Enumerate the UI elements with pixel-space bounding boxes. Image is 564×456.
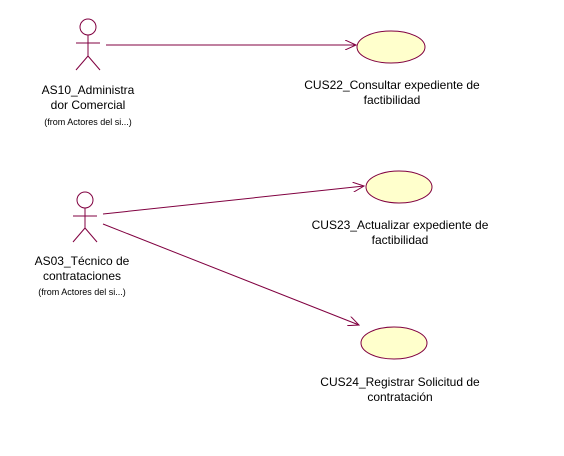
usecase-cus23-ellipse[interactable]: [365, 170, 433, 204]
actor-as10-source: (from Actores del si...): [44, 117, 132, 127]
usecase-cus22-line1: CUS22_Consultar expediente de: [304, 78, 480, 92]
usecase-cus22-ellipse[interactable]: [356, 30, 426, 64]
actor-as03-name-line1: AS03_Técnico de: [34, 254, 130, 268]
actor-as10-label: AS10_Administra dor Comercial: [28, 83, 148, 113]
usecase-cus24-line1: CUS24_Registrar Solicitud de: [320, 375, 480, 389]
actor-as03-name-line2: contrataciones: [42, 269, 122, 283]
usecase-cus24-label: CUS24_Registrar Solicitud de contratació…: [290, 375, 510, 405]
usecase-cus22-line2: factibilidad: [363, 93, 421, 107]
usecase-cus22-label: CUS22_Consultar expediente de factibilid…: [282, 78, 502, 108]
actor-as10-name-line2: dor Comercial: [50, 98, 126, 112]
usecase-cus24-ellipse[interactable]: [360, 326, 428, 360]
association-as03-cus24[interactable]: [102, 223, 359, 325]
actor-as03-source: (from Actores del si...): [38, 287, 126, 297]
usecase-cus24-line2: contratación: [367, 390, 433, 404]
usecase-cus23-line1: CUS23_Actualizar expediente de: [311, 218, 489, 232]
usecase-cus23-label: CUS23_Actualizar expediente de factibili…: [290, 218, 510, 248]
usecase-cus23-line2: factibilidad: [371, 233, 429, 247]
actor-as10-name-line1: AS10_Administra: [41, 83, 135, 97]
actor-as03-figure[interactable]: [72, 191, 98, 243]
actor-as03-label: AS03_Técnico de contrataciones: [22, 254, 142, 284]
association-as03-cus23[interactable]: [102, 186, 364, 215]
actor-as10-figure[interactable]: [75, 18, 101, 71]
